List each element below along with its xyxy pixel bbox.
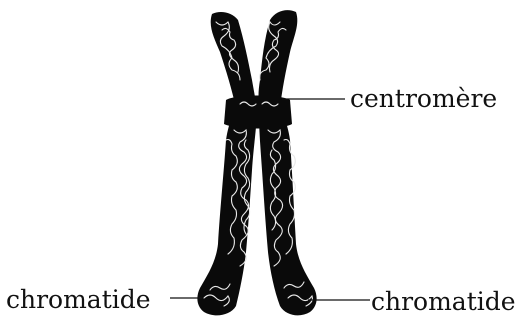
chromatid-right-label: chromatide: [371, 289, 516, 314]
right-chromatid-upper-arm: [259, 10, 298, 108]
left-chromatid: [197, 12, 256, 315]
centromere-label: centromère: [350, 86, 497, 111]
centromere-region: [224, 96, 292, 129]
chromatid-left-label: chromatide: [6, 287, 151, 312]
